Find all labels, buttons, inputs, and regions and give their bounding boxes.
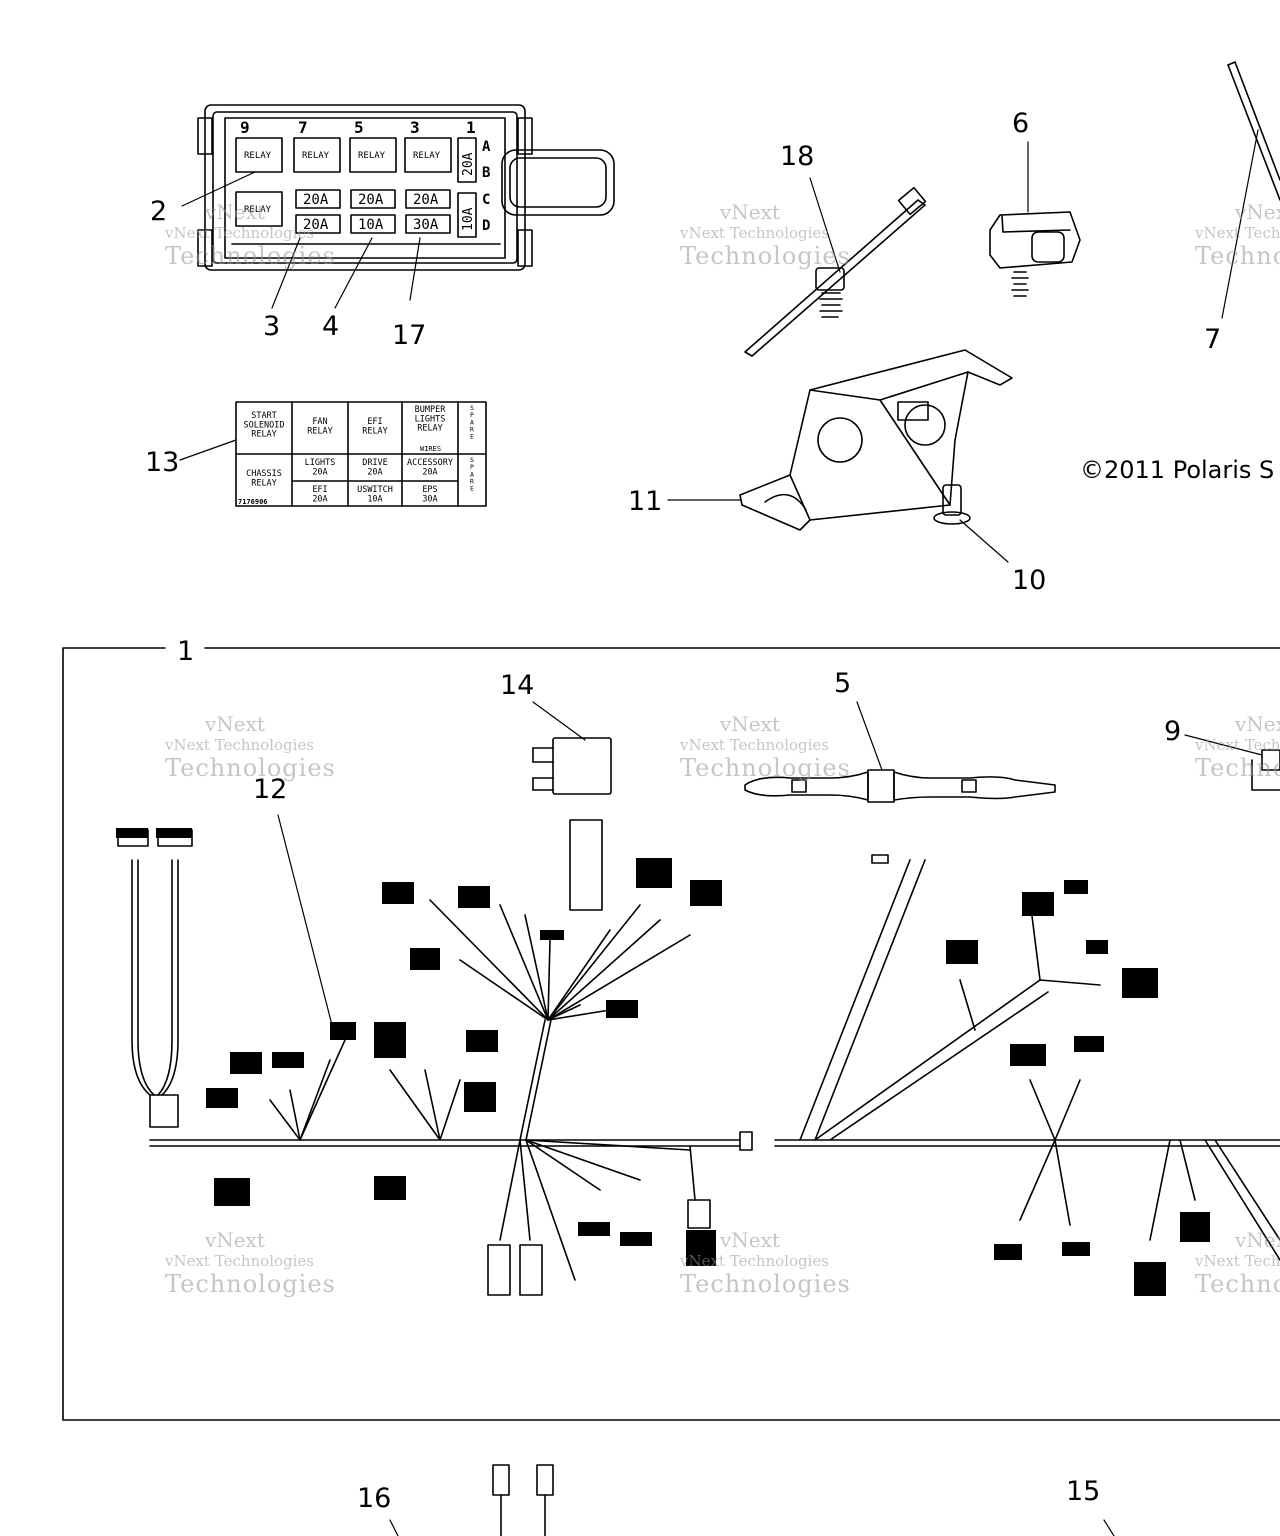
right-harness (774, 854, 1280, 1261)
fuse-row-c: C (482, 192, 490, 208)
callout-11: 11 (628, 486, 663, 517)
copyright-notice: ©2011 Polaris S (1080, 456, 1275, 484)
harness-frame (62, 647, 1280, 1421)
relay-label: RELAY (244, 205, 272, 215)
fuse-pos-3: 3 (410, 118, 420, 137)
side-fuse-value: 20A (461, 152, 476, 176)
callout-1: 1 (177, 636, 195, 667)
relay-label: RELAY (358, 151, 386, 161)
callout-6: 6 (1012, 108, 1030, 139)
cable-tie (744, 186, 927, 357)
callout-9: 9 (1164, 716, 1182, 747)
callout-14: 14 (500, 670, 535, 701)
fuse-row-a: A (482, 139, 491, 155)
fuse-value: 10A (358, 217, 384, 233)
callout-13: 13 (145, 447, 180, 478)
leader-lines (179, 129, 1263, 1536)
fuse-pos-1: 1 (466, 118, 476, 137)
relay (532, 737, 612, 795)
relay-label: RELAY (302, 151, 330, 161)
fuse-holder (744, 769, 1056, 803)
fuse-value: 20A (358, 192, 384, 208)
relay-label: RELAY (244, 151, 272, 161)
item-9-fragment (1251, 749, 1280, 791)
push-rivet (933, 484, 971, 525)
fuse-row-d: D (482, 218, 490, 234)
callout-2: 2 (150, 196, 168, 227)
label-wires: WIRES (420, 445, 441, 453)
callout-18: 18 (780, 141, 815, 172)
fuse-value: 20A (303, 192, 329, 208)
fuse-pos-5: 5 (354, 118, 364, 137)
harness-tags (116, 828, 1210, 1296)
label-part-number: 7176906 (238, 498, 268, 506)
callout-16: 16 (357, 1483, 392, 1514)
fuse-value: 30A (413, 217, 439, 233)
side-fuse-value: 10A (461, 207, 476, 231)
fuse-pos-9: 9 (240, 118, 250, 137)
main-harness (117, 819, 753, 1296)
connector (989, 211, 1081, 297)
fuse-value: 20A (413, 192, 439, 208)
relay-label: RELAY (413, 151, 441, 161)
fuse-pos-7: 7 (298, 118, 308, 137)
fuse-box-text: 9 7 5 3 1 A B C D RELAY RELAY RELAY RELA… (240, 118, 491, 234)
fuse-box-label (235, 401, 487, 507)
bracket (739, 349, 1013, 531)
callout-5: 5 (834, 668, 852, 699)
fuse-box (197, 104, 615, 271)
bottom-connectors (492, 1464, 554, 1536)
callout-7: 7 (1204, 324, 1222, 355)
callout-12: 12 (253, 774, 288, 805)
callout-4: 4 (322, 311, 340, 342)
callout-15: 15 (1066, 1476, 1101, 1507)
fuse-row-b: B (482, 165, 490, 181)
callout-10: 10 (1012, 565, 1047, 596)
callout-3: 3 (263, 311, 281, 342)
callout-17: 17 (392, 320, 427, 351)
strap (1227, 61, 1280, 201)
fuse-value: 20A (303, 217, 329, 233)
